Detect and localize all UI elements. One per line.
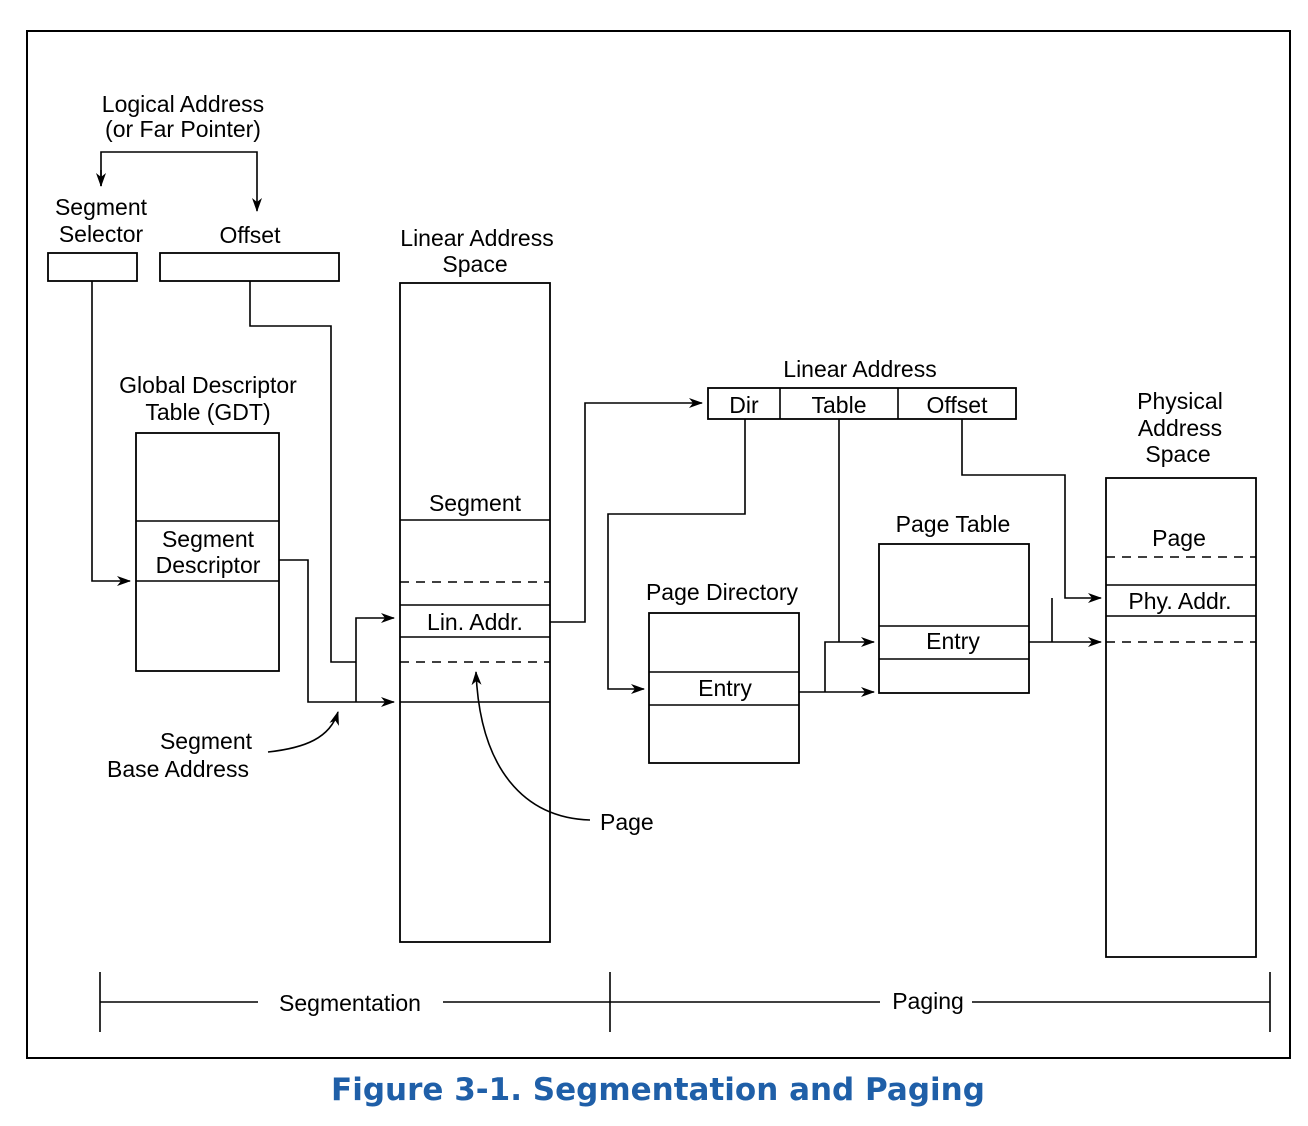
physical-address-space — [1105, 477, 1257, 958]
table-field: Table — [812, 392, 867, 418]
dir-to-entry-arrow — [607, 419, 746, 694]
pd-entry-to-pt-entry-arrow — [824, 637, 875, 692]
gdt-title: Global Descriptor — [119, 372, 297, 398]
segment-descriptor-label: Segment — [162, 526, 255, 552]
figure-frame — [26, 30, 1291, 1059]
selector-to-descriptor-arrow — [91, 281, 131, 586]
lin-addr-label: Lin. Addr. — [427, 609, 523, 635]
descriptor-to-base-arrow — [279, 559, 395, 707]
page-pointer — [471, 671, 591, 821]
linear-space-title2: Space — [442, 251, 507, 277]
segment-selector-label: Segment — [55, 194, 148, 220]
page-table-table — [878, 543, 1030, 694]
page-table-title: Page Table — [896, 511, 1011, 537]
segment-selector-label2: Selector — [59, 221, 144, 247]
phy-addr-label: Phy. Addr. — [1128, 588, 1231, 614]
offset-line — [249, 281, 356, 663]
gdt-title2: Table (GDT) — [145, 399, 270, 425]
logical-address-sublabel: (or Far Pointer) — [105, 116, 261, 142]
linear-address-title: Linear Address — [783, 356, 936, 382]
offset-label: Offset — [220, 222, 282, 248]
logical-address-arrow — [100, 151, 262, 212]
physical-title3: Space — [1145, 441, 1210, 467]
page-directory-table — [648, 612, 800, 764]
linaddr-to-linear-address-arrow — [550, 398, 703, 623]
linear-space-title: Linear Address — [400, 225, 553, 251]
offset-field: Offset — [927, 392, 989, 418]
page-curve-label: Page — [600, 809, 654, 835]
segment-base-label2: Base Address — [107, 756, 249, 782]
pd-entry-label: Entry — [698, 675, 752, 701]
phys-page-label: Page — [1152, 525, 1206, 551]
segment-base-pointer — [267, 711, 339, 753]
physical-title: Physical — [1137, 388, 1223, 414]
segment-label: Segment — [429, 490, 522, 516]
paging-label: Paging — [892, 988, 964, 1014]
linear-address-space — [399, 282, 551, 943]
segment-base-label: Segment — [160, 728, 253, 754]
segment-selector-box — [47, 252, 138, 282]
segmentation-label: Segmentation — [279, 990, 421, 1016]
offset-box — [159, 252, 340, 282]
page-directory-title: Page Directory — [646, 579, 799, 605]
segment-descriptor-label2: Descriptor — [156, 552, 261, 578]
gdt-table — [135, 432, 280, 672]
figure-caption: Figure 3-1. Segmentation and Paging — [331, 1072, 985, 1108]
pt-entry-label: Entry — [926, 628, 980, 654]
logical-address-label: Logical Address — [102, 91, 264, 117]
adder-to-linaddr-arrow — [355, 613, 395, 702]
physical-title2: Address — [1138, 415, 1222, 441]
linear-address-box — [707, 387, 1017, 420]
dir-field: Dir — [729, 392, 759, 418]
offset-to-phy-addr-arrow — [961, 419, 1102, 603]
